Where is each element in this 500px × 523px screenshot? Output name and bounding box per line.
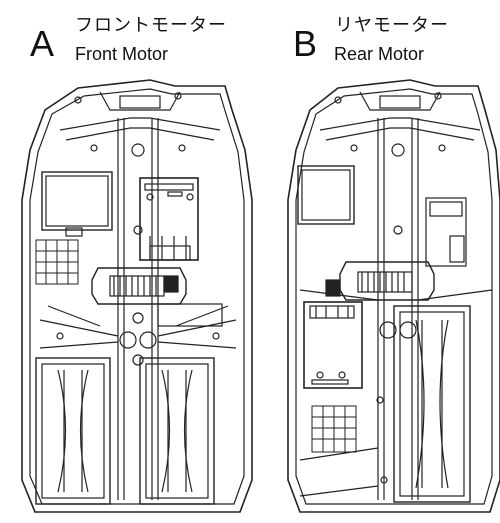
- panel-a-title-en: Front Motor: [75, 44, 169, 64]
- panel-a-title-jp: フロントモーター: [75, 15, 227, 36]
- panel-a-letter: A: [30, 23, 55, 64]
- panel-b-title-en: Rear Motor: [334, 44, 425, 64]
- panel-b-title-jp: リヤモーター: [335, 15, 449, 36]
- chassis-b: [287, 79, 500, 513]
- panel-b-letter: B: [293, 23, 318, 64]
- chassis-a: [21, 79, 253, 513]
